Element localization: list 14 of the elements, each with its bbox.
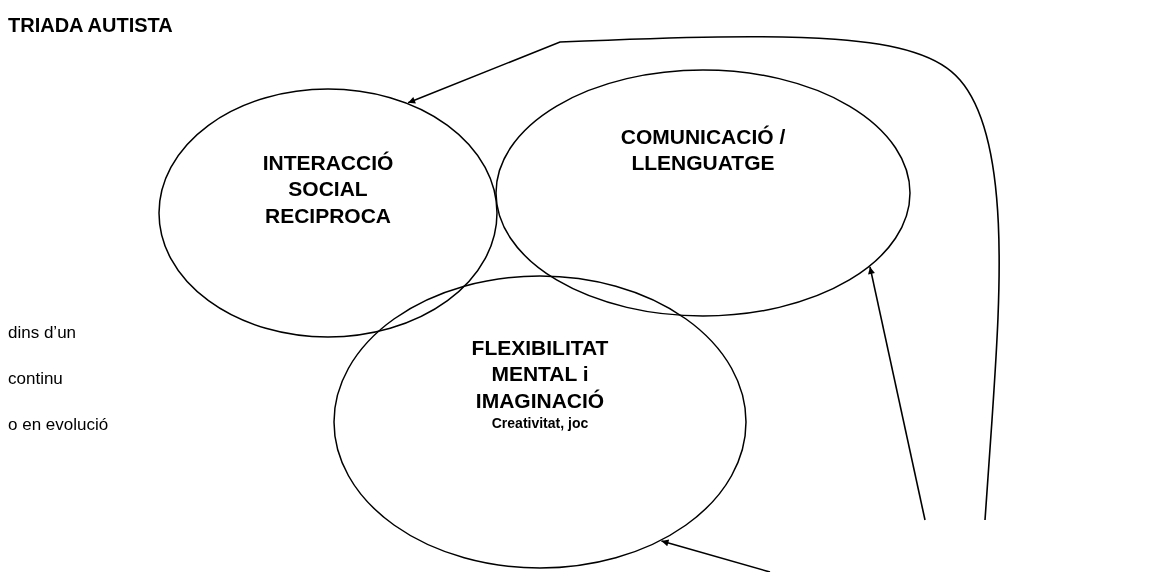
category-label: FLEXIBILITAT MENTAL i IMAGINACIÓ [470, 335, 610, 414]
side-note: dins d’un [8, 323, 77, 343]
side-note: o en evolució [8, 415, 109, 435]
category-label: COMUNICACIÓ / LLENGUATGE [619, 124, 787, 177]
side-note: continu [8, 369, 63, 389]
arrow [660, 539, 771, 572]
category-note: Creativitat, joc [491, 413, 589, 432]
arrow [407, 35, 1000, 521]
category-ellipse [333, 275, 747, 569]
category-label: INTERACCIÓ SOCIAL RECIPROCA [261, 150, 395, 229]
arrow [868, 266, 926, 521]
category-ellipse [158, 88, 498, 338]
category-ellipse [495, 69, 911, 317]
diagram-title: TRIADA AUTISTA [8, 14, 173, 37]
